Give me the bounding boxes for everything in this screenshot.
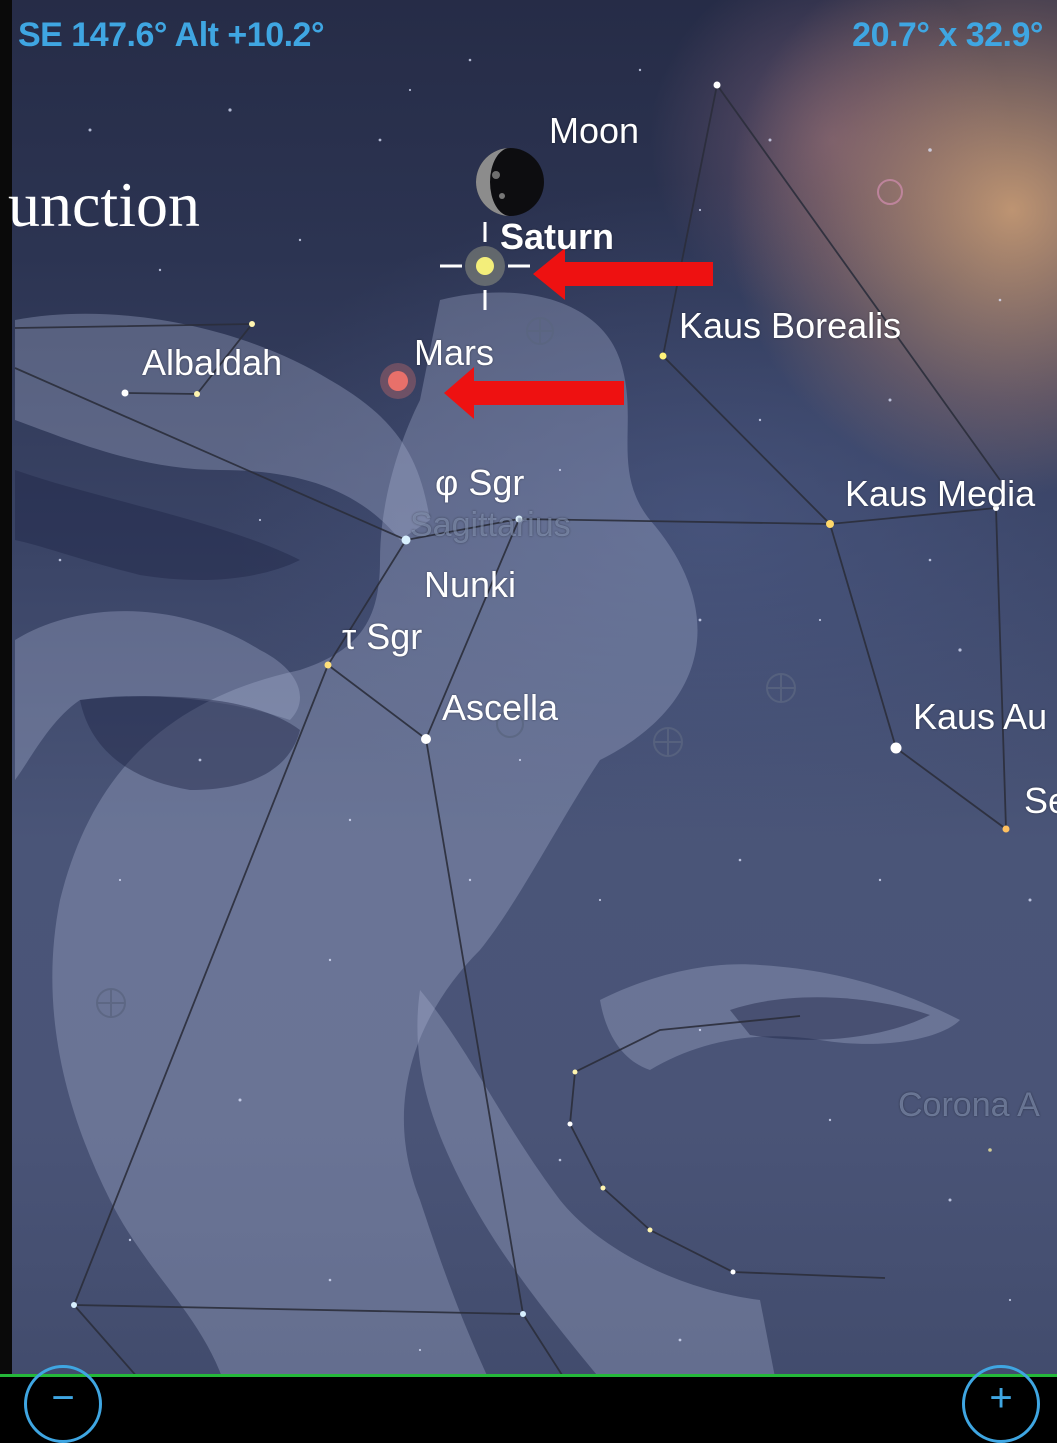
label-tau-sgr[interactable]: τ Sgr <box>342 616 423 657</box>
slide-title-fragment: unction <box>8 169 200 240</box>
deep-sky-markers <box>96 179 903 1018</box>
arrow-to-saturn <box>533 248 713 300</box>
label-partial-se[interactable]: Se <box>1024 780 1057 821</box>
saturn-marker <box>440 222 530 310</box>
label-mars[interactable]: Mars <box>414 332 494 373</box>
label-albaldah[interactable]: Albaldah <box>142 342 283 383</box>
background-stars <box>58 58 1032 1352</box>
sky-view[interactable]: Moon Saturn Mars Albaldah Kaus Borealis … <box>12 0 1057 1403</box>
sky-chart <box>14 58 1032 1403</box>
field-of-view-readout: 20.7° x 32.9° <box>852 16 1043 54</box>
zoom-out-button[interactable]: − <box>24 1365 102 1443</box>
label-saturn[interactable]: Saturn <box>500 216 615 257</box>
label-nunki[interactable]: Nunki <box>424 564 517 605</box>
sagittarius-shadows <box>15 470 930 1040</box>
direction-readout: SE 147.6° Alt +10.2° <box>18 16 325 54</box>
annotation-arrows <box>444 248 713 419</box>
label-kaus-australis[interactable]: Kaus Au <box>913 696 1048 737</box>
bottom-toolbar <box>0 1374 1057 1403</box>
zoom-in-button[interactable]: + <box>962 1365 1040 1443</box>
label-ascella[interactable]: Ascella <box>442 687 559 728</box>
label-corona-australis[interactable]: Corona A <box>898 1086 1040 1124</box>
label-kaus-borealis[interactable]: Kaus Borealis <box>679 305 902 346</box>
label-moon[interactable]: Moon <box>549 110 640 151</box>
moon <box>476 148 544 216</box>
label-sagittarius[interactable]: Sagittarius <box>410 506 571 544</box>
sagittarius-artwork <box>15 292 960 1403</box>
mars-marker <box>380 363 416 399</box>
label-kaus-media[interactable]: Kaus Media <box>845 473 1036 514</box>
arrow-to-mars <box>444 367 624 419</box>
constellation-stars <box>71 81 1010 1317</box>
left-edge-strip <box>0 0 12 1403</box>
label-phi-sgr[interactable]: φ Sgr <box>435 462 525 503</box>
